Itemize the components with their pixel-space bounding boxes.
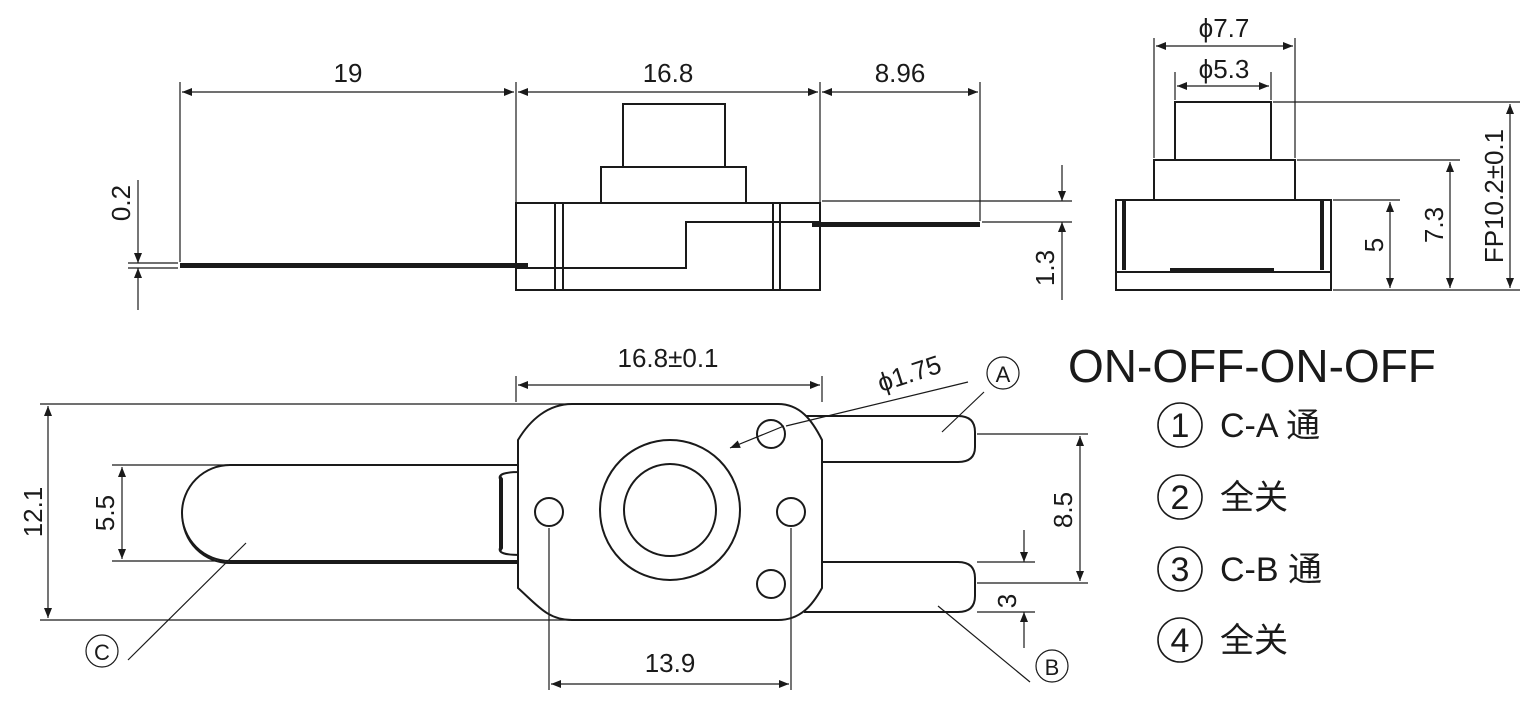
dim-end-step-height: 7.3 bbox=[1419, 207, 1449, 243]
top-view: 16.8±0.1 ϕ1.75 12.1 5.5 13.9 8.5 3 A C B bbox=[18, 343, 1088, 690]
legend-item-3: 3 C-B 通 bbox=[1157, 546, 1322, 592]
pin-hole-b bbox=[756, 569, 786, 599]
side-actuator-base bbox=[600, 166, 747, 204]
legend-item-1: 1 C-A 通 bbox=[1157, 402, 1320, 448]
end-body bbox=[1115, 199, 1332, 291]
dim-top-hole-pitch: 13.9 bbox=[645, 648, 696, 678]
legend-title: ON-OFF-ON-OFF bbox=[1068, 340, 1436, 392]
mount-hole-left bbox=[534, 497, 564, 527]
dim-side-thickness: 0.2 bbox=[106, 185, 136, 221]
lead-c-outline bbox=[181, 464, 521, 562]
dim-side-lead-right: 8.96 bbox=[875, 58, 926, 88]
mount-hole-right bbox=[776, 497, 806, 527]
legend-item-number: 1 bbox=[1171, 407, 1190, 445]
dim-top-lead-spacing: 8.5 bbox=[1048, 492, 1078, 528]
dim-end-outer-dia: ϕ7.7 bbox=[1199, 13, 1250, 43]
actuator-ring bbox=[599, 439, 741, 581]
side-lead-ab bbox=[812, 222, 980, 227]
side-body bbox=[515, 202, 821, 291]
side-lead-c bbox=[180, 263, 528, 268]
legend: ON-OFF-ON-OFF 1 C-A 通 2 全关 3 C-B 通 4 全关 bbox=[1068, 340, 1436, 663]
dim-top-height: 12.1 bbox=[18, 487, 48, 538]
dim-top-lead-width: 3 bbox=[992, 594, 1022, 608]
callout-c: C bbox=[85, 634, 119, 668]
dim-end-body-height: 5 bbox=[1359, 238, 1389, 252]
svg-text:A: A bbox=[996, 362, 1011, 387]
side-view: 19 16.8 8.96 0.2 1.3 bbox=[106, 58, 1072, 310]
dim-side-lead-left: 19 bbox=[334, 58, 363, 88]
actuator-center bbox=[623, 463, 717, 557]
pin-hole-a bbox=[756, 419, 786, 449]
legend-item-text: 全关 bbox=[1220, 479, 1288, 517]
svg-text:C: C bbox=[94, 640, 110, 665]
callout-a: A bbox=[986, 356, 1020, 390]
legend-item-2: 2 全关 bbox=[1157, 474, 1288, 520]
end-view: ϕ7.7 ϕ5.3 5 7.3 FP10.2±0.1 bbox=[1115, 13, 1520, 291]
dim-top-body-width: 16.8±0.1 bbox=[617, 343, 718, 373]
legend-item-number: 4 bbox=[1171, 622, 1190, 660]
dim-end-inner-dia: ϕ5.3 bbox=[1199, 54, 1250, 84]
dim-side-lead-height: 1.3 bbox=[1030, 250, 1060, 286]
end-actuator-base bbox=[1153, 159, 1296, 201]
dim-side-body: 16.8 bbox=[643, 58, 694, 88]
end-actuator bbox=[1174, 101, 1272, 161]
svg-text:B: B bbox=[1045, 655, 1060, 680]
lead-a bbox=[804, 415, 976, 463]
legend-item-number: 3 bbox=[1171, 551, 1190, 589]
legend-item-text: C-B 通 bbox=[1220, 551, 1322, 589]
lead-b bbox=[804, 561, 976, 613]
dim-end-total-height: FP10.2±0.1 bbox=[1479, 129, 1509, 263]
legend-item-number: 2 bbox=[1171, 479, 1190, 517]
callout-b: B bbox=[1035, 649, 1069, 683]
top-body bbox=[517, 403, 823, 621]
legend-item-text: C-A 通 bbox=[1220, 407, 1320, 445]
legend-item-text: 全关 bbox=[1220, 622, 1288, 660]
dim-top-lead-c-width: 5.5 bbox=[90, 495, 120, 531]
legend-item-4: 4 全关 bbox=[1157, 617, 1288, 663]
side-actuator bbox=[622, 103, 726, 168]
